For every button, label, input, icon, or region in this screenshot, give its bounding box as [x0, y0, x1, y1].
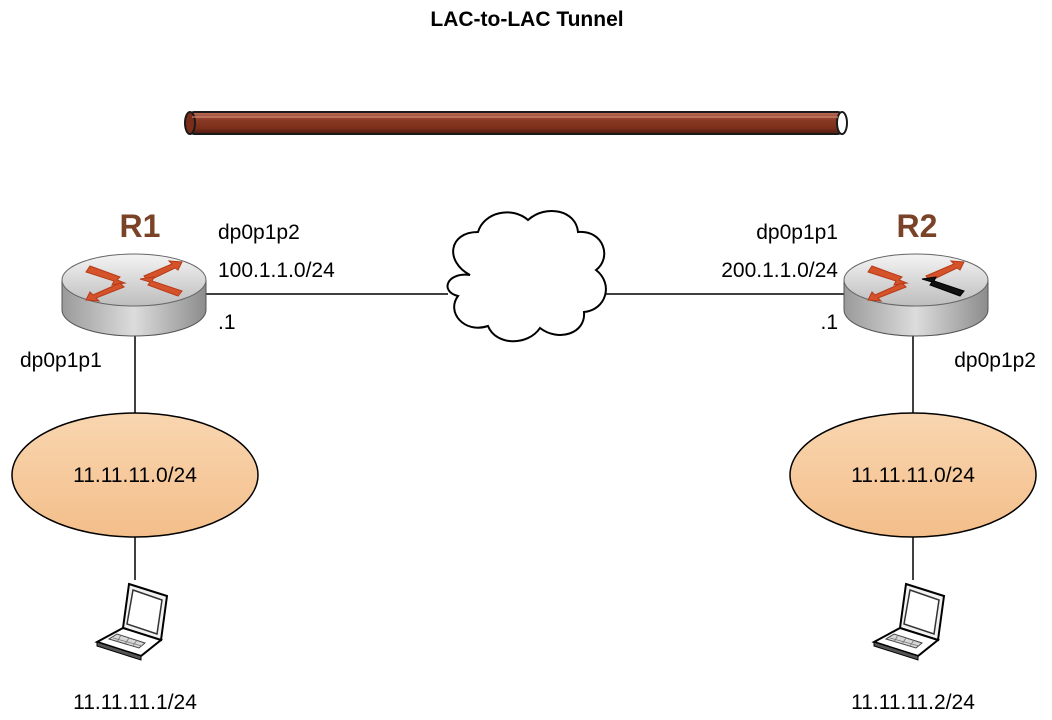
r2-wan-interface: dp0p1p1 [756, 221, 838, 244]
cloud-icon [446, 210, 607, 343]
laptop-icon [94, 582, 169, 661]
r1-host-ip: 11.11.11.1/24 [73, 691, 197, 714]
router-r1[interactable] [61, 253, 207, 337]
r1-name: R1 [120, 208, 161, 244]
r2-lan-network-label: 11.11.11.0/24 [851, 464, 975, 487]
router-r2[interactable] [843, 253, 989, 337]
r2-host-ip: 11.11.11.2/24 [851, 691, 975, 714]
r1-host[interactable] [94, 582, 169, 661]
r2-lan-interface: dp0p1p2 [954, 349, 1036, 372]
tunnel-pipe-icon [184, 111, 848, 135]
r1-wan-network: 100.1.1.0/24 [218, 259, 335, 282]
r1-wan-host: .1 [218, 311, 236, 334]
router-icon [61, 253, 207, 337]
r1-lan-interface: dp0p1p1 [20, 349, 102, 372]
r2-host[interactable] [871, 582, 946, 661]
r2-lan-network: 11.11.11.0/24 [789, 412, 1037, 538]
diagram-title: LAC-to-LAC Tunnel [430, 8, 623, 31]
laptop-icon [871, 582, 946, 661]
r1-lan-network: 11.11.11.0/24 [11, 412, 259, 538]
r2-wan-network: 200.1.1.0/24 [721, 259, 838, 282]
r2-name: R2 [897, 208, 938, 244]
r1-wan-interface: dp0p1p2 [218, 221, 300, 244]
r2-wan-host: .1 [820, 311, 838, 334]
r1-lan-network-label: 11.11.11.0/24 [73, 464, 197, 487]
router-icon [843, 253, 989, 337]
